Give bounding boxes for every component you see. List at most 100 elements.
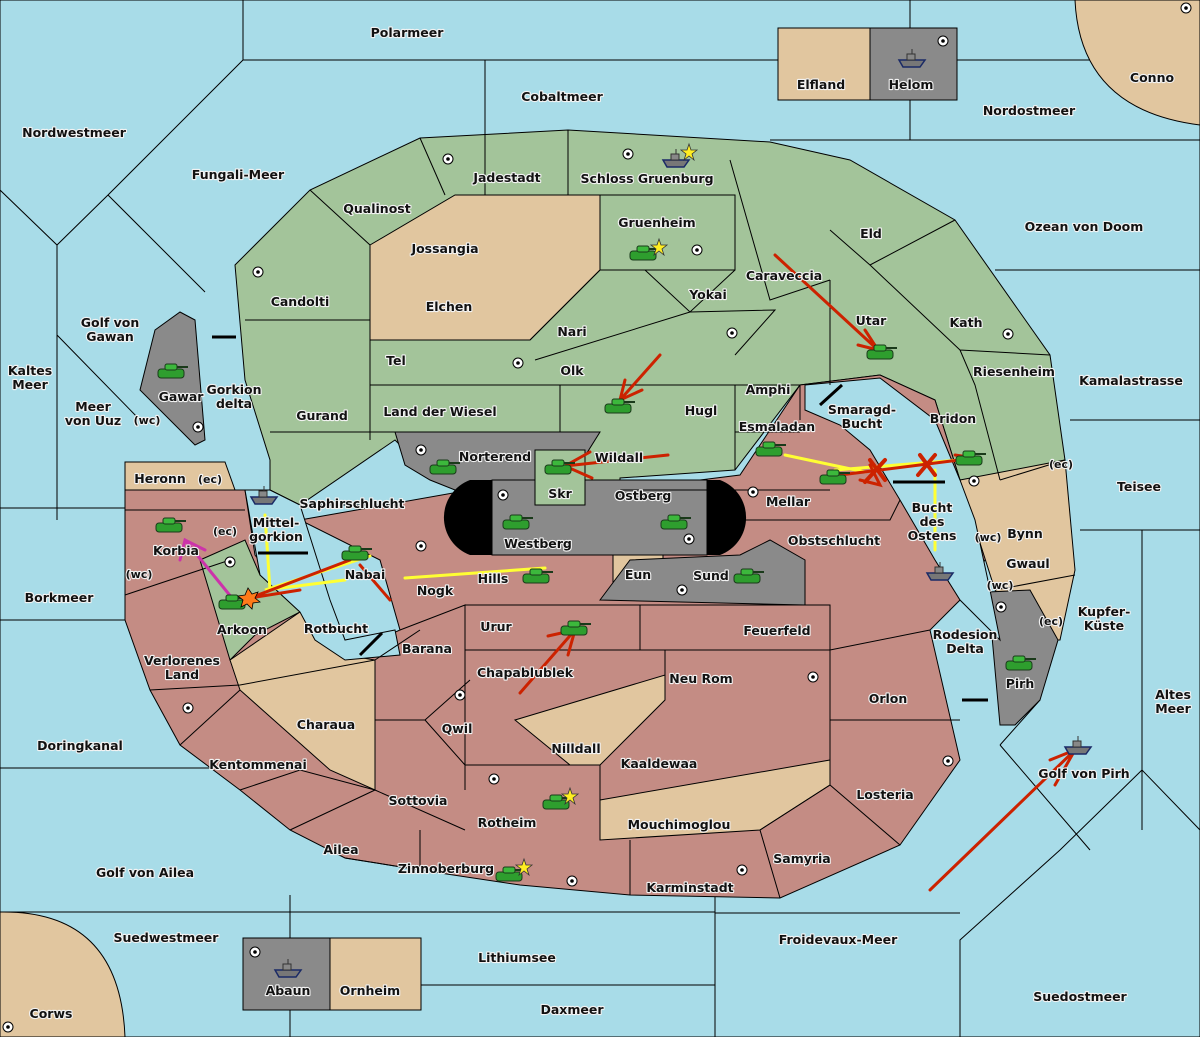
label-altes-meer-2: Meer [1155, 701, 1191, 716]
label-kentommenai: Kentommenai [209, 757, 307, 772]
label-froidevaux: Froidevaux-Meer [779, 932, 898, 947]
label-cobaltmeer: Cobaltmeer [521, 89, 603, 104]
label-orlon: Orlon [869, 691, 908, 706]
land-borders [124, 130, 1051, 899]
label-pirh: Pirh [1006, 676, 1035, 691]
label-kupfer-2: Küste [1084, 618, 1124, 633]
coast-label-bynn-ec: (ec) [1049, 458, 1073, 471]
label-ostberg: Ostberg [615, 488, 672, 503]
label-kaaldewaa: Kaaldewaa [621, 756, 698, 771]
label-heronn: Heronn [134, 471, 186, 486]
region-ornheim[interactable] [329, 937, 422, 1011]
label-sund: Sund [693, 568, 729, 583]
label-wildall: Wildall [595, 450, 643, 465]
convoy-arrow-arkoon-korbia [178, 537, 234, 600]
label-korbia: Korbia [153, 543, 199, 558]
star-icon [679, 142, 699, 162]
region-conno[interactable] [1074, 0, 1200, 126]
fleet-icon [925, 562, 955, 581]
label-hills: Hills [478, 571, 509, 586]
label-doringkanal: Doringkanal [37, 738, 123, 753]
army-icon [155, 517, 186, 533]
label-polarmeer: Polarmeer [371, 25, 445, 40]
region-nilldall[interactable] [513, 674, 666, 766]
label-borkmeer: Borkmeer [25, 590, 95, 605]
label-yokai: Yokai [688, 287, 727, 302]
label-rotbucht: Rotbucht [304, 621, 368, 636]
army-icon [629, 245, 660, 261]
label-obstschlucht: Obstschlucht [788, 533, 880, 548]
label-meer-von-uuz-2: von Uuz [65, 413, 121, 428]
label-amphi: Amphi [746, 382, 791, 397]
label-gurand: Gurand [296, 408, 348, 423]
label-ozean-von-doom: Ozean von Doom [1025, 219, 1144, 234]
coast-label-gwaul-ec: (ec) [1039, 615, 1063, 628]
fleet-icon [1063, 736, 1093, 755]
label-verlorenes-2: Land [165, 667, 199, 682]
label-smaragd-2: Bucht [842, 416, 883, 431]
region-corws[interactable] [0, 911, 126, 1037]
label-golf-von-ailea: Golf von Ailea [96, 865, 194, 880]
label-gorkion-delta-1: Gorkion [206, 382, 261, 397]
failed-move-markers [863, 453, 937, 484]
label-gorkion-delta-2: delta [216, 396, 252, 411]
label-westberg: Westberg [504, 536, 572, 551]
label-abaun: Abaun [266, 983, 311, 998]
army-icon [495, 866, 526, 882]
label-bridon: Bridon [930, 411, 976, 426]
label-rodesion-2: Delta [946, 641, 984, 656]
label-daxmeer: Daxmeer [540, 1002, 604, 1017]
coast-label-heronn-ec: (ec) [198, 473, 222, 486]
adjacency-arrows [212, 335, 988, 702]
label-helom: Helom [889, 77, 934, 92]
adjacency-arrow-rotbucht [358, 631, 384, 657]
coast-label-gawar-wc: (wc) [134, 414, 161, 427]
label-samyria: Samyria [773, 851, 831, 866]
label-hugl: Hugl [685, 403, 718, 418]
region-heronn[interactable] [124, 461, 236, 491]
label-barana: Barana [402, 641, 452, 656]
label-lithiumsee: Lithiumsee [478, 950, 556, 965]
label-chapablublek: Chapablublek [477, 665, 574, 680]
label-mittelgorkion-2: gorkion [249, 529, 303, 544]
label-eun: Eun [625, 567, 651, 582]
sea-mittelgorkion-rotbucht[interactable] [244, 489, 401, 661]
region-elfland[interactable] [777, 27, 871, 101]
label-kaltes-meer-2: Meer [12, 377, 48, 392]
label-altes-meer-1: Altes [1155, 687, 1191, 702]
label-sottovia: Sottovia [389, 793, 448, 808]
bynn-border [999, 459, 1066, 481]
army-icon [341, 545, 372, 561]
label-mittelgorkion-1: Mittel- [253, 515, 300, 530]
army-icon [604, 398, 635, 414]
label-bucht-2: des [920, 514, 945, 529]
gwaul-border [994, 574, 1076, 591]
label-rodesion-1: Rodesion [933, 627, 998, 642]
label-schloss-gruenburg: Schloss Gruenburg [580, 171, 713, 186]
move-arrow-nabai-arkoon [248, 558, 392, 602]
label-saphirschlucht: Saphirschlucht [300, 496, 405, 511]
label-mouchimoglou: Mouchimoglou [628, 817, 731, 832]
army-icon [755, 441, 786, 457]
label-golf-von-pirh: Golf von Pirh [1038, 766, 1129, 781]
army-icon [502, 514, 533, 530]
label-nari: Nari [557, 324, 586, 339]
label-suedostmeer: Suedostmeer [1033, 989, 1127, 1004]
coast-label-bynn-wc: (wc) [975, 531, 1002, 544]
coast-label-korbia-wc: (wc) [126, 568, 153, 581]
label-norterend: Norterend [459, 449, 531, 464]
fleet-icon [661, 149, 691, 168]
coast-label-korbia-ec: (ec) [213, 525, 237, 538]
label-verlorenes-1: Verlorenes [144, 653, 220, 668]
label-smaragd-1: Smaragd- [828, 402, 896, 417]
label-teisee: Teisee [1117, 479, 1161, 494]
label-kupfer-1: Kupfer- [1078, 604, 1131, 619]
label-feuerfeld: Feuerfeld [743, 623, 810, 638]
label-ornheim: Ornheim [340, 983, 400, 998]
army-icon [157, 363, 188, 379]
labels: Polarmeer Cobaltmeer Nordwestmeer Fungal… [7, 24, 1193, 1022]
army-icon [819, 469, 850, 485]
label-bucht-3: Ostens [908, 528, 957, 543]
star-icon [560, 786, 580, 806]
